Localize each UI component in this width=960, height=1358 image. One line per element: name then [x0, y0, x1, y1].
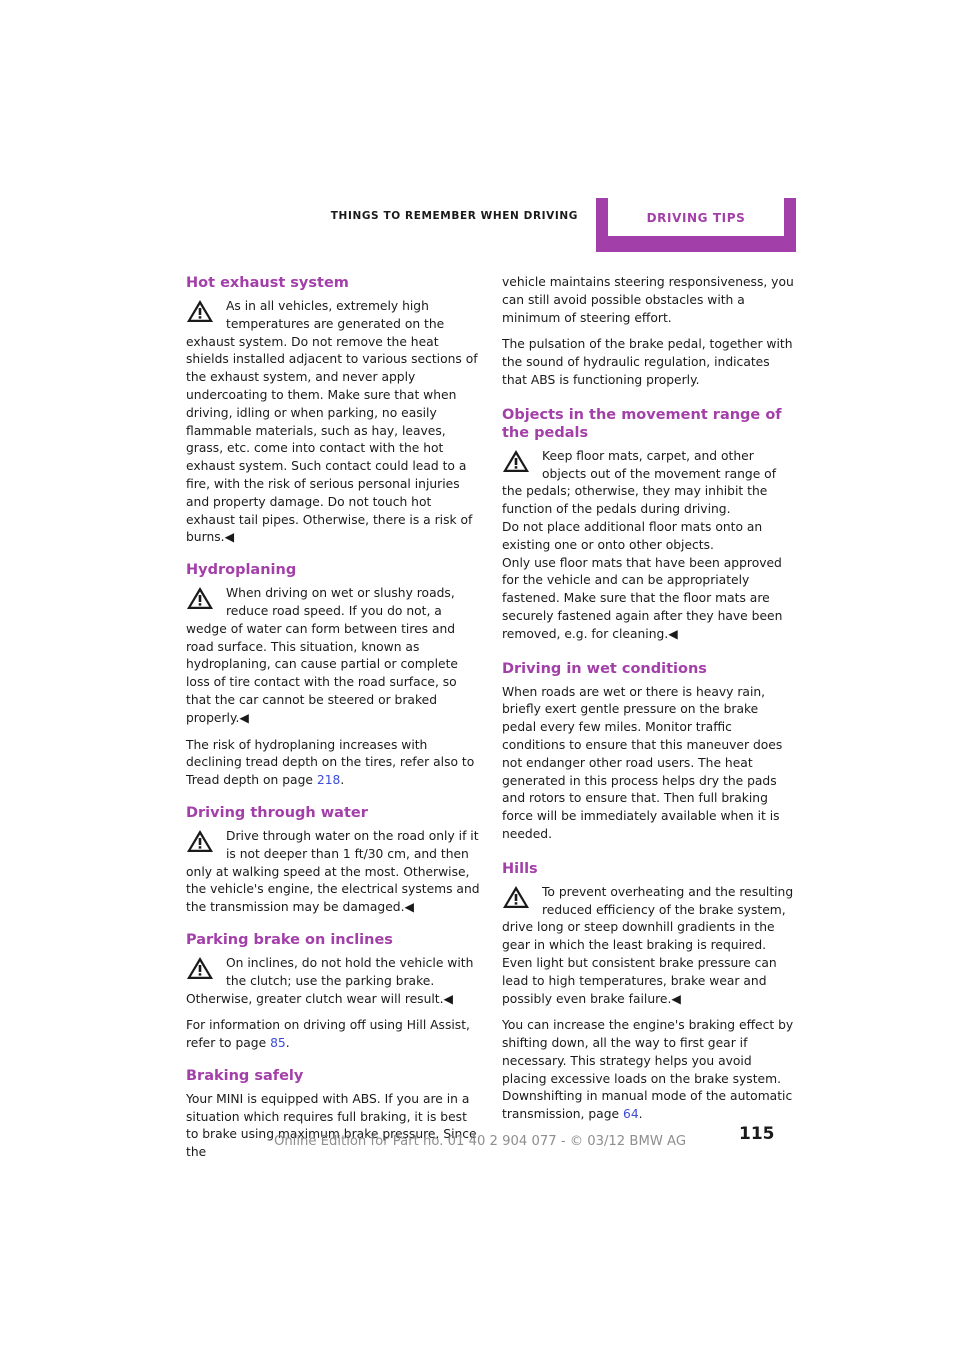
hill-assist-text: For information on driving off using Hil… — [186, 1018, 470, 1051]
end-mark: ◀ — [668, 626, 678, 641]
warning-hydroplaning: When driving on wet or slushy roads, red… — [186, 585, 480, 727]
warning-triangle-icon — [502, 885, 530, 909]
braking-text: Your MINI is equipped with ABS. If you a… — [186, 1091, 477, 1160]
heading-hydroplaning: Hydroplaning — [186, 562, 297, 579]
engine-braking-text: You can increase the engine's braking ef… — [502, 1018, 794, 1122]
warning-triangle-icon — [186, 299, 214, 323]
warning-triangle-icon — [186, 586, 214, 610]
end-mark: ◀ — [443, 991, 453, 1006]
page-link-218[interactable]: 218 — [316, 773, 341, 788]
warning-water: Drive through water on the road only if … — [186, 828, 480, 917]
warning-hot-exhaust: As in all vehicles, extremely high tempe… — [186, 298, 480, 547]
warning-text: Only use floor mats that have been appro… — [502, 555, 783, 641]
heading-driving-through-water: Driving through water — [186, 804, 368, 821]
warning-triangle-icon — [502, 449, 530, 473]
heading-hot-exhaust: Hot exhaust system — [186, 275, 349, 291]
page-link-64[interactable]: 64 — [623, 1107, 639, 1122]
heading-line: the pedals — [502, 424, 589, 441]
braking-continued-text: vehicle maintains steering responsivenes… — [502, 275, 794, 325]
paragraph-text: The risk of hydroplaning increases with … — [186, 737, 475, 788]
end-mark: ◀ — [224, 530, 235, 545]
page-link-85[interactable]: 85 — [270, 1036, 286, 1051]
warning-text: When driving on wet or slushy roads, red… — [186, 586, 458, 725]
right-column: vehicle maintains steering responsivenes… — [502, 274, 796, 1133]
warning-text: To prevent overheating and the resulting… — [502, 884, 794, 1006]
paragraph-text: For information on driving off using Hil… — [186, 1018, 470, 1051]
warning-parking-brake: On inclines, do not hold the vehicle wit… — [186, 955, 480, 1008]
warning-triangle-icon — [186, 829, 214, 853]
warning-text: Do not place additional floor mats onto … — [502, 519, 763, 552]
chapter-tab-label: Driving tips — [608, 198, 784, 236]
warning-text: Keep floor mats, carpet, and other objec… — [502, 448, 777, 517]
heading-parking-brake: Parking brake on inclines — [186, 931, 393, 948]
heading-hills: Hills — [502, 860, 538, 877]
page-number: 115 — [739, 1124, 775, 1144]
warning-triangle-icon — [186, 956, 214, 980]
warning-text: As in all vehicles, extremely high tempe… — [186, 299, 478, 545]
chapter-tab: Driving tips — [596, 198, 796, 252]
warning-hills: To prevent overheating and the resulting… — [502, 884, 796, 1009]
heading-line: Objects in the movement range of — [502, 406, 782, 423]
warning-text: On inclines, do not hold the vehicle wit… — [186, 955, 474, 1006]
paragraph-text: You can increase the engine's braking ef… — [502, 1018, 794, 1122]
warning-pedals: Keep floor mats, carpet, and other objec… — [502, 448, 796, 644]
heading-wet-conditions: Driving in wet conditions — [502, 660, 707, 677]
end-mark: ◀ — [404, 900, 414, 915]
warning-text: Drive through water on the road only if … — [186, 828, 480, 915]
heading-braking-safely: Braking safely — [186, 1067, 304, 1084]
end-mark: ◀ — [671, 991, 681, 1006]
running-header: Things to remember when driving — [330, 210, 578, 222]
hydroplaning-text: The risk of hydroplaning increases with … — [186, 737, 475, 788]
abs-pulsation-text: The pulsation of the brake pedal, togeth… — [502, 337, 793, 387]
wet-conditions-text: When roads are wet or there is heavy rai… — [502, 684, 783, 841]
left-column: Hot exhaust system As in all vehicles, e… — [186, 268, 480, 1171]
end-mark: ◀ — [239, 710, 249, 725]
footer-edition: Online Edition for Part no. 01 40 2 904 … — [273, 1134, 687, 1149]
